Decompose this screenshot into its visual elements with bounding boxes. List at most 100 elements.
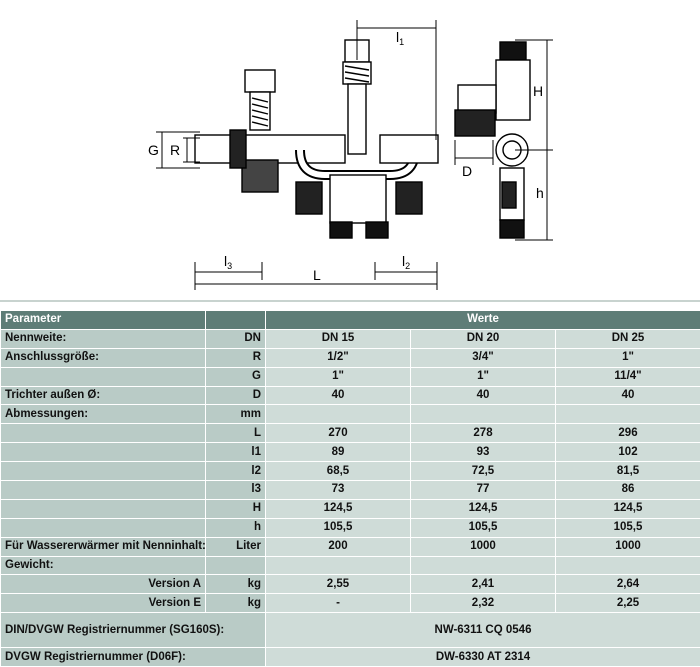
row-value-3: 1000	[556, 537, 700, 556]
row-label: Nennweite:	[1, 329, 206, 348]
row-value-3: 11/4"	[556, 367, 700, 386]
row-unit: Liter	[206, 537, 266, 556]
row-label: Trichter außen Ø:	[1, 386, 206, 405]
row-unit: l1	[206, 443, 266, 462]
row-unit: l2	[206, 462, 266, 481]
row-value-2: 72,5	[411, 462, 556, 481]
row-unit	[206, 556, 266, 575]
row-label: Abmessungen:	[1, 405, 206, 424]
row-unit: kg	[206, 575, 266, 594]
row-value-2: 105,5	[411, 518, 556, 537]
registration-row: DVGW Registriernummer (D06F):DW-6330 AT …	[1, 648, 700, 667]
row-label	[1, 499, 206, 518]
row-label	[1, 367, 206, 386]
row-value-3: 102	[556, 443, 700, 462]
label-h-big: H	[533, 83, 543, 99]
label-r: R	[170, 142, 180, 158]
label-h-small: h	[536, 185, 544, 201]
row-value-2: 2,32	[411, 594, 556, 613]
table-row: Abmessungen:mm	[1, 405, 700, 424]
row-value-3: 105,5	[556, 518, 700, 537]
side-upper-body	[496, 60, 530, 120]
row-unit: mm	[206, 405, 266, 424]
row-value-2: 124,5	[411, 499, 556, 518]
right-handle	[396, 182, 422, 214]
row-unit: DN	[206, 329, 266, 348]
row-label: Version E	[1, 594, 206, 613]
row-value-3: 2,25	[556, 594, 700, 613]
table-header-row: Parameter Werte	[1, 311, 700, 330]
dim-d-line	[455, 140, 493, 165]
header-werte: Werte	[266, 311, 700, 330]
row-value-2: 2,41	[411, 575, 556, 594]
row-label	[1, 481, 206, 500]
row-value-2: 93	[411, 443, 556, 462]
row-value-1: -	[266, 594, 411, 613]
row-value-1	[266, 556, 411, 575]
row-value-3	[556, 556, 700, 575]
row-value-1	[266, 405, 411, 424]
row-value-3: 296	[556, 424, 700, 443]
row-label: Gewicht:	[1, 556, 206, 575]
row-value-2	[411, 405, 556, 424]
table-row: Gewicht:	[1, 556, 700, 575]
row-value-3: 40	[556, 386, 700, 405]
row-value-1: 89	[266, 443, 411, 462]
row-value-2	[411, 556, 556, 575]
side-top-nut	[500, 42, 526, 60]
center-column	[348, 84, 366, 154]
registration-label: DIN/DVGW Registriernummer (SG160S):	[1, 613, 266, 648]
row-value-3: 81,5	[556, 462, 700, 481]
row-value-2: 1"	[411, 367, 556, 386]
header-unit	[206, 311, 266, 330]
registration-value: DW-6330 AT 2314	[266, 648, 700, 667]
label-d: D	[462, 163, 472, 179]
registration-value: NW-6311 CQ 0546	[266, 613, 700, 648]
left-valve-bottom	[242, 160, 278, 192]
row-unit: H	[206, 499, 266, 518]
technical-drawing: G R l1 l3 l2 L H h D	[0, 0, 700, 300]
row-unit: kg	[206, 594, 266, 613]
row-value-1: 1"	[266, 367, 411, 386]
row-value-1: 68,5	[266, 462, 411, 481]
registration-label: DVGW Registriernummer (D06F):	[1, 648, 266, 667]
row-value-1: 105,5	[266, 518, 411, 537]
row-value-1: 124,5	[266, 499, 411, 518]
row-value-3	[556, 405, 700, 424]
row-label	[1, 443, 206, 462]
row-value-2: 3/4"	[411, 348, 556, 367]
row-value-3: 124,5	[556, 499, 700, 518]
row-value-1: 73	[266, 481, 411, 500]
row-value-1: 1/2"	[266, 348, 411, 367]
label-l: L	[313, 267, 321, 283]
side-elbow	[458, 85, 496, 113]
row-value-1: 2,55	[266, 575, 411, 594]
side-bottom	[500, 220, 524, 238]
row-label	[1, 518, 206, 537]
left-inlet-nut	[230, 130, 246, 168]
row-label: Für Wassererwärmer mit Nenninhalt:	[1, 537, 206, 556]
row-value-2: 278	[411, 424, 556, 443]
row-value-1: DN 15	[266, 329, 411, 348]
row-value-3: DN 25	[556, 329, 700, 348]
center-lower-body	[330, 175, 386, 223]
right-pipe	[380, 135, 438, 163]
row-unit: L	[206, 424, 266, 443]
section-divider	[0, 300, 700, 302]
label-g: G	[148, 142, 159, 158]
row-value-3: 86	[556, 481, 700, 500]
row-unit: G	[206, 367, 266, 386]
row-value-2: DN 20	[411, 329, 556, 348]
